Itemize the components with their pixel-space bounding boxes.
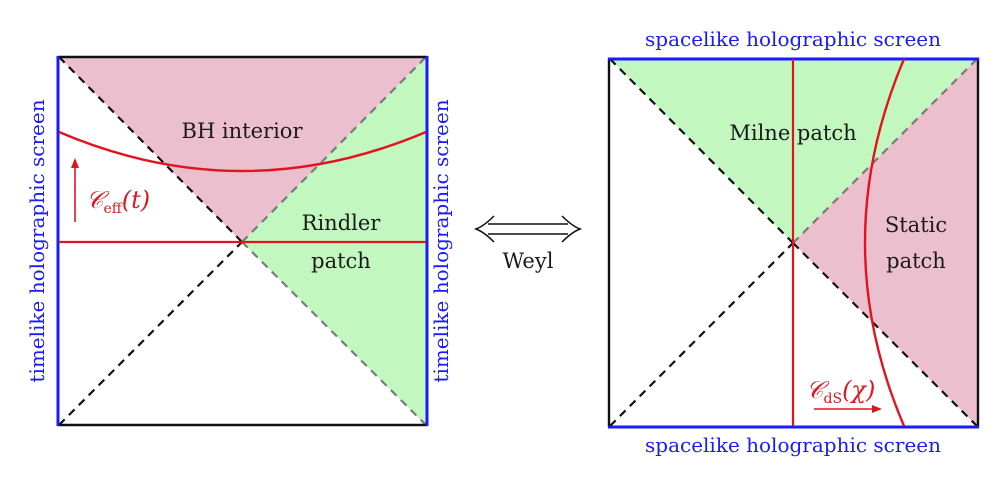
weyl-arrow-head-right <box>561 215 583 243</box>
ds-horizon-upper-right <box>792 58 978 244</box>
static-label-line2: patch <box>886 249 946 273</box>
ceff-label-arg: (t) <box>122 186 150 214</box>
chi-arrow-head <box>872 405 882 413</box>
cds-label-sub: dS <box>824 391 843 407</box>
red-curve-ceff <box>58 130 427 173</box>
spacelike-screen-label-top: spacelike holographic screen <box>645 27 941 51</box>
cds-label: 𝒞dS(χ) <box>806 376 875 407</box>
spacelike-screen-label-bottom: spacelike holographic screen <box>645 433 941 457</box>
horizon-line-lower-right <box>241 241 427 426</box>
ds-horizon-lower-left <box>609 242 794 427</box>
horizon-line-lower-left <box>58 241 243 426</box>
weyl-label: Weyl <box>503 249 554 273</box>
bh-interior-label: BH interior <box>182 119 304 143</box>
rindler-label-line2: patch <box>311 249 371 273</box>
red-curve-cds <box>863 58 906 427</box>
right-penrose-diagram: Milne patch Static patch 𝒞dS(χ) spacelik… <box>607 27 980 457</box>
ceff-label: 𝒞eff(t) <box>86 186 150 217</box>
timelike-screen-label-left: timelike holographic screen <box>25 99 49 382</box>
cds-label-arg: (χ) <box>842 376 875 404</box>
left-penrose-diagram: BH interior Rindler patch 𝒞eff(t) timeli… <box>25 55 453 427</box>
ds-horizon-lower-right <box>792 242 978 427</box>
static-patch-region <box>793 59 977 426</box>
ceff-label-sub: eff <box>104 201 123 217</box>
weyl-equivalence: Weyl <box>473 215 583 273</box>
bh-interior-region <box>59 57 426 242</box>
static-label-line1: Static <box>885 213 947 237</box>
horizon-line-upper-left <box>58 56 243 243</box>
horizon-line-upper-right <box>241 56 427 243</box>
rindler-label-line1: Rindler <box>302 211 382 235</box>
time-arrow-head <box>71 158 79 168</box>
timelike-screen-label-right: timelike holographic screen <box>429 99 453 382</box>
weyl-arrow-head-left <box>473 215 495 243</box>
ds-horizon-upper-left <box>609 58 794 244</box>
milne-patch-label: Milne patch <box>729 121 856 145</box>
